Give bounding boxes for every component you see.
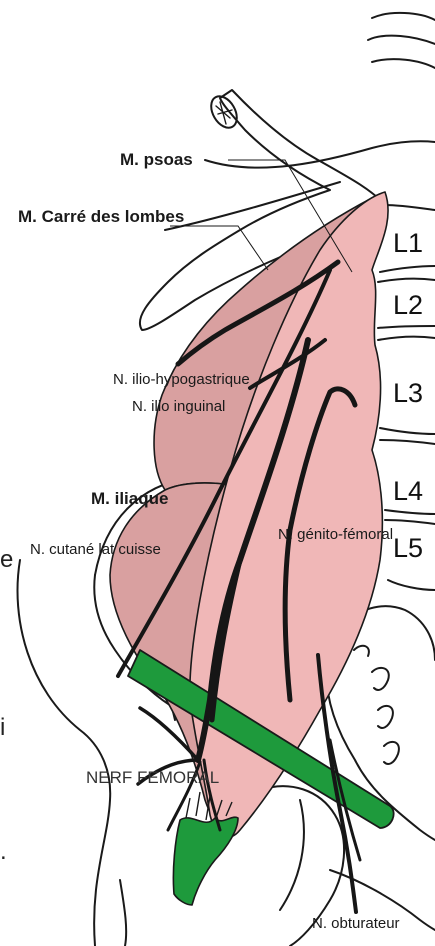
spine-outline (368, 36, 435, 44)
sacral-foramen (378, 706, 393, 728)
pelvis-outline (18, 560, 111, 946)
label-ilio-inguinal: N. ilio inguinal (132, 398, 225, 415)
label-vertebra-L5: L5 (393, 533, 423, 564)
label-vertebra-L3: L3 (393, 378, 423, 409)
femur-outline (280, 800, 304, 910)
label-vertebra-L4: L4 (393, 476, 423, 507)
spine-outline (372, 13, 435, 20)
label-vertebra-L1: L1 (393, 228, 423, 259)
label-ilio-hypogastrique: N. ilio-hypogastrique (113, 371, 250, 388)
label-cutane-lat-cuisse: N. cutané lat cuisse (30, 541, 161, 558)
label-psoas: M. psoas (120, 150, 193, 170)
label-carre-des-lombes: M. Carré des lombes (18, 207, 184, 227)
sacral-foramen (354, 646, 369, 656)
edge-text-fragment: . (0, 838, 7, 866)
psoas-tendon (173, 817, 238, 905)
spine-outline (372, 59, 435, 68)
label-nerf-femoral: NERF FEMORAL (86, 768, 219, 788)
label-obturateur: N. obturateur (312, 915, 400, 932)
sacral-foramen (384, 742, 399, 764)
label-genito-femoral: N. génito-fémoral (278, 526, 393, 543)
rib-11 (205, 141, 435, 167)
sacral-foramen (372, 668, 389, 690)
edge-text-fragment: e (0, 546, 13, 574)
leader-carre (170, 226, 268, 270)
label-iliaque: M. iliaque (91, 489, 168, 509)
label-vertebra-L2: L2 (393, 290, 423, 321)
femur-outline (120, 880, 126, 946)
edge-text-fragment: i (0, 714, 5, 742)
